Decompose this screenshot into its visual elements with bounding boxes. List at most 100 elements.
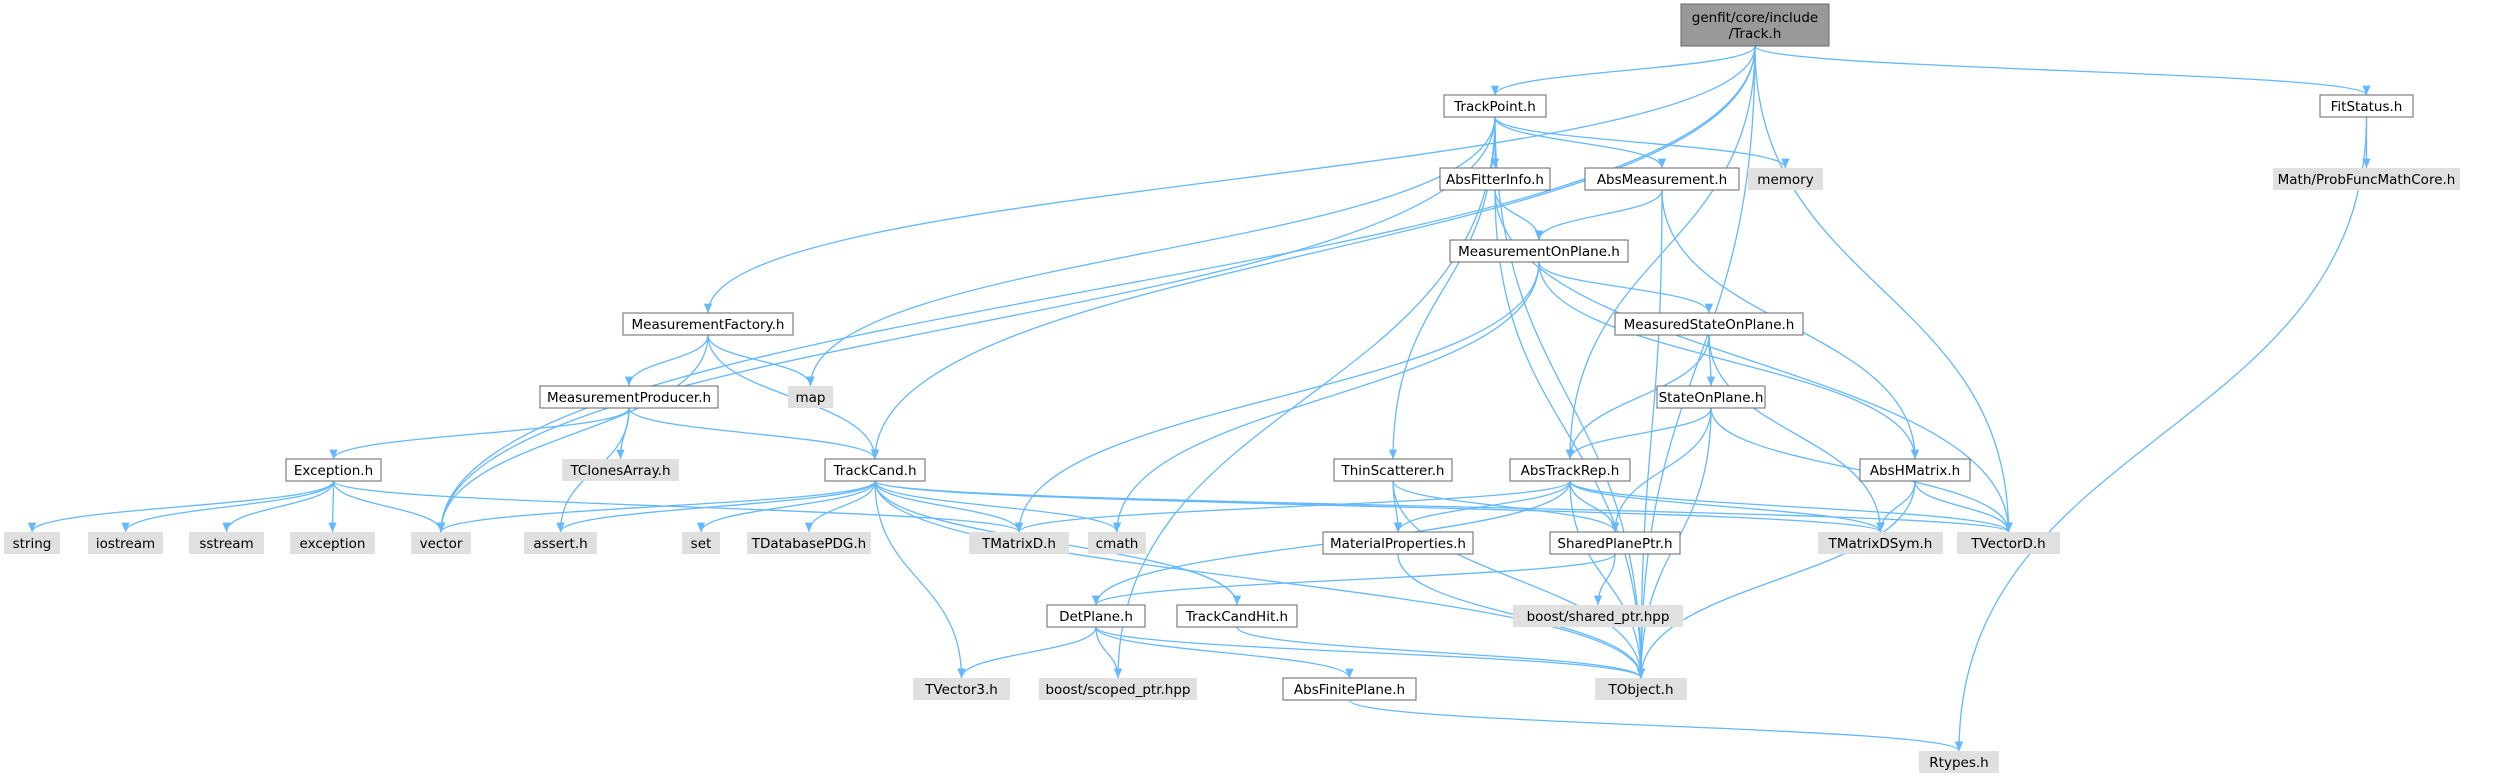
edge-root-to-tvectord (1754, 45, 2013, 533)
node-box (290, 532, 375, 554)
node-tvectord: TVectorD.h (1957, 532, 2060, 554)
edge-exception-to-stdexception (328, 480, 337, 533)
node-measurementproducer[interactable]: MeasurementProducer.h (539, 385, 719, 409)
edge-detplane-to-boostscoped (1095, 626, 1123, 679)
edge-abstrackrep-to-tmatrixd (1015, 480, 1571, 533)
node-box (2273, 168, 2460, 190)
node-box (1449, 239, 1629, 263)
node-label: DetPlane.h (1059, 609, 1133, 625)
node-label: MeasuredStateOnPlane.h (1624, 317, 1795, 333)
edge-measurementfactory-to-map (707, 334, 815, 387)
edge-trackpoint-to-absmeasurement (1494, 116, 1667, 169)
edge-trackcand-to-set (696, 480, 876, 533)
edge-trackcandhit-to-tobject (1236, 626, 1646, 679)
edge-trackcand-to-vector (436, 480, 876, 533)
node-label: TObject.h (1607, 682, 1673, 698)
node-sstream: sstream (189, 532, 264, 554)
node-label: vector (420, 536, 463, 552)
node-label: TDatabasePDG.h (751, 536, 867, 552)
edge-trackpoint-to-map (806, 116, 1496, 387)
node-detplane[interactable]: DetPlane.h (1046, 604, 1146, 628)
node-label: boost/scoped_ptr.hpp (1045, 682, 1190, 698)
node-label: TVectorD.h (1970, 536, 2046, 552)
node-boostscoped: boost/scoped_ptr.hpp (1039, 678, 1197, 700)
node-box (1680, 3, 1830, 47)
node-box (189, 532, 264, 554)
node-trackpoint[interactable]: TrackPoint.h (1443, 94, 1547, 118)
node-stateonplane[interactable]: StateOnPlane.h (1656, 385, 1766, 409)
node-label: Exception.h (294, 463, 373, 479)
node-cmath: cmath (1088, 532, 1146, 554)
edge-measurementonplane-to-tmatrixd (1014, 261, 1540, 533)
node-measurementonplane[interactable]: MeasurementOnPlane.h (1449, 239, 1629, 263)
node-trackcandhit[interactable]: TrackCandHit.h (1176, 604, 1298, 628)
node-root[interactable]: genfit/core/include/Track.h (1680, 3, 1830, 47)
node-absfiniteplane[interactable]: AbsFinitePlane.h (1282, 677, 1417, 701)
node-abstrackrep[interactable]: AbsTrackRep.h (1509, 458, 1631, 482)
node-label: genfit/core/include (1692, 10, 1818, 26)
edge-thinscatterer-to-sharedplaneptr (1392, 480, 1620, 533)
node-label: AbsTrackRep.h (1521, 463, 1620, 479)
edge-trackcand-to-cmath (874, 480, 1122, 533)
edge-exception-to-tmatrixd (332, 480, 1023, 533)
edge-layer (27, 45, 2371, 752)
edge-exception-to-string (27, 480, 335, 533)
edge-exception-to-iostream (121, 480, 335, 533)
node-box (1614, 312, 1804, 336)
node-box (1748, 168, 1823, 190)
node-box (788, 386, 833, 408)
edge-abshmatrix-to-tvectord (1914, 480, 2013, 533)
node-memory: memory (1748, 168, 1823, 190)
node-label: AbsMeasurement.h (1597, 172, 1727, 188)
node-absmeasurement[interactable]: AbsMeasurement.h (1584, 167, 1740, 191)
node-assert: assert.h (524, 532, 597, 554)
node-abshmatrix[interactable]: AbsHMatrix.h (1859, 458, 1971, 482)
node-fitstatus[interactable]: FitStatus.h (2319, 94, 2414, 118)
edge-measuredstateonplane-to-tmatrixdsym (1708, 334, 1885, 533)
node-label: AbsFinitePlane.h (1294, 682, 1405, 698)
node-box (562, 459, 679, 481)
node-iostream: iostream (88, 532, 163, 554)
node-box (411, 532, 471, 554)
node-box (1957, 532, 2060, 554)
edge-measuredstateonplane-to-abstrackrep (1565, 334, 1710, 460)
node-measuredstateonplane[interactable]: MeasuredStateOnPlane.h (1614, 312, 1804, 336)
node-box (1509, 458, 1631, 482)
node-box (539, 385, 719, 409)
edge-absmeasurement-to-measurementonplane (1534, 189, 1663, 241)
node-label: SharedPlanePtr.h (1557, 536, 1672, 552)
node-box (1039, 678, 1197, 700)
edge-detplane-to-tvector3 (957, 626, 1097, 679)
edge-trackpoint-to-tobject (1494, 116, 1646, 679)
node-label: ThinScatterer.h (1341, 463, 1445, 479)
node-label: TrackPoint.h (1453, 99, 1536, 115)
node-probfunc: Math/ProbFuncMathCore.h (2273, 168, 2460, 190)
node-rtypes: Rtypes.h (1919, 751, 1999, 773)
edge-abshmatrix-to-tmatrixdsym (1876, 480, 1916, 533)
node-tclonesarray: TClonesArray.h (562, 459, 679, 481)
edge-sharedplaneptr-to-detplane (1092, 553, 1616, 606)
node-box (1176, 604, 1298, 628)
node-label: cmath (1096, 536, 1139, 552)
node-label: TrackCandHit.h (1185, 609, 1288, 625)
node-tvector3: TVector3.h (913, 678, 1010, 700)
edge-abstrackrep-to-tmatrixdsym (1569, 480, 1885, 533)
node-measurementfactory[interactable]: MeasurementFactory.h (622, 312, 794, 336)
edge-absfiniteplane-to-rtypes (1348, 699, 1963, 752)
node-materialproperties[interactable]: MaterialProperties.h (1322, 531, 1474, 555)
node-label: TMatrixD.h (981, 536, 1056, 552)
node-absfitterinfo[interactable]: AbsFitterInfo.h (1439, 167, 1551, 191)
node-exception[interactable]: Exception.h (285, 458, 382, 482)
node-box (1439, 167, 1551, 191)
node-label: MeasurementProducer.h (547, 390, 711, 406)
node-box (2319, 94, 2414, 118)
node-boostshared: boost/shared_ptr.hpp (1513, 605, 1683, 627)
node-label: FitStatus.h (2331, 99, 2403, 115)
edge-root-to-measurementfactory (703, 45, 1756, 314)
node-sharedplaneptr[interactable]: SharedPlanePtr.h (1549, 531, 1681, 555)
node-thinscatterer[interactable]: ThinScatterer.h (1333, 458, 1453, 482)
edge-trackcand-to-tobject (874, 480, 1646, 679)
node-trackcand[interactable]: TrackCand.h (824, 458, 926, 482)
node-box (1088, 532, 1146, 554)
edge-trackpoint-to-boostscoped (1113, 116, 1496, 679)
